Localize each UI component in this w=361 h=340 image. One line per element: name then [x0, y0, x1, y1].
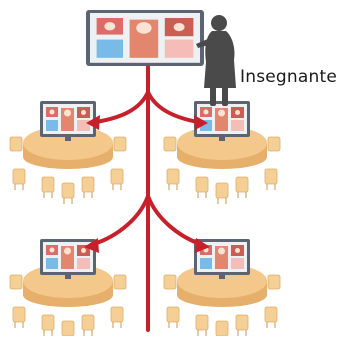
group-table-bottom-left — [9, 239, 127, 340]
group-monitor-icon — [40, 101, 96, 141]
teacher-label: Insegnante — [240, 67, 337, 87]
branching-arrows-icon — [92, 62, 202, 332]
group-table-top-left — [9, 101, 127, 205]
group-table-bottom-right — [163, 239, 281, 340]
arrow-heads — [84, 115, 210, 253]
person-silhouette-icon — [196, 15, 236, 106]
interactive-whiteboard-icon — [86, 10, 204, 66]
